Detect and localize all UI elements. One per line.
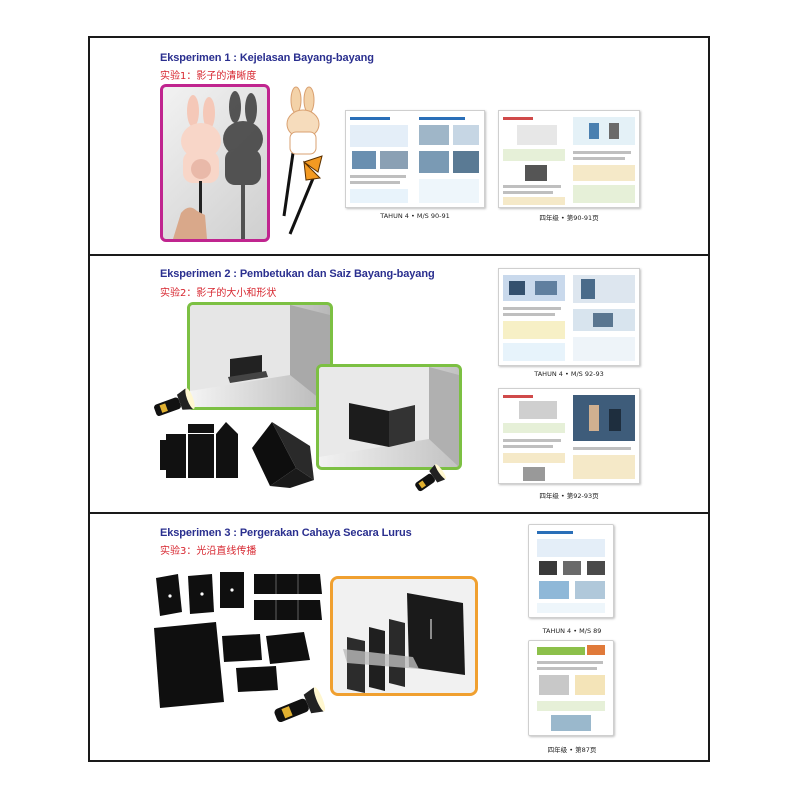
section-1-title: Eksperimen 1 : Kejelasan Bayang-bayang [160,52,374,64]
rabbit-butterfly-puppets-icon [282,86,323,235]
textbook-page-malay-3 [528,524,614,618]
card-slits-setup-icon [333,579,475,693]
experiments-frame [88,36,710,762]
section-3-subtitle: 实验3：光沿直线传播 [160,546,257,557]
black-card-cutouts-icon [154,572,322,708]
box-net-cutout-icon [160,422,238,478]
textbook-spread-malay-1 [345,110,485,208]
triangular-prism-box-icon [252,422,314,488]
textbook-spread-chinese-2 [498,388,640,484]
flashlight-icon-2 [415,464,447,492]
section-2-caption-chinese: 四年级 • 第92-93页 [539,492,599,500]
rabbit-puppet-shadow-icon [173,91,263,239]
flashlight-icon [154,388,195,416]
section-1-subtitle: 实验1：影子的清晰度 [160,71,257,82]
section-1-caption-malay: TAHUN 4 • M/S 90-91 [380,212,450,220]
black-box-light-photo-icon [319,367,459,467]
section-1-caption-chinese: 四年级 • 第90-91页 [539,214,599,222]
section-divider-2 [88,512,710,514]
section-3-title: Eksperimen 3 : Pergerakan Cahaya Secara … [160,527,412,539]
section-2-caption-malay: TAHUN 4 • M/S 92-93 [534,370,604,378]
textbook-spread-malay-2 [498,268,640,366]
flashlight-icon-3 [274,687,326,723]
screen-setup-photo-1 [187,302,333,410]
textbook-page-chinese-3 [528,640,614,736]
screen-setup-photo-2 [316,364,462,470]
black-box-on-white-screen-icon [190,305,330,407]
section-3-caption-chinese: 四年级 • 第87页 [547,746,597,754]
shadow-puppet-photo [160,84,270,242]
textbook-spread-chinese-1 [498,110,640,208]
section-divider-1 [88,254,710,256]
section-2-title: Eksperimen 2 : Pembetukan dan Saiz Bayan… [160,268,435,280]
section-2-subtitle: 实验2：影子的大小和形状 [160,288,277,299]
section-3-caption-malay: TAHUN 4 • M/S 89 [542,627,602,635]
straight-light-setup-photo [330,576,478,696]
